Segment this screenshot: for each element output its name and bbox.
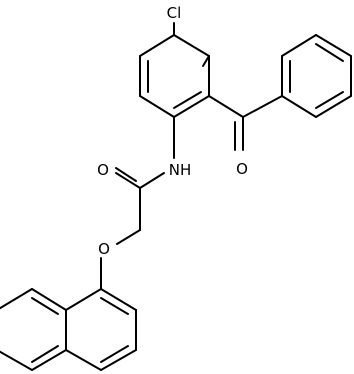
bond — [100, 297, 129, 315]
atom-labels: Cl O NH O O — [97, 4, 248, 258]
bond — [315, 95, 352, 118]
bond — [0, 288, 33, 310]
bond — [116, 229, 141, 245]
bond — [115, 172, 141, 189]
ether-oxygen-label: O — [98, 240, 110, 258]
bond — [208, 95, 244, 118]
bond — [315, 91, 344, 109]
bond — [65, 288, 102, 311]
amide-nitrogen-label: NH — [169, 161, 192, 179]
ketone-oxygen-label: O — [236, 160, 248, 178]
bond — [31, 349, 67, 371]
bond — [31, 345, 59, 363]
bond — [242, 95, 283, 118]
bond — [100, 345, 129, 363]
bond — [0, 350, 33, 371]
amide-oxygen-label: O — [97, 161, 109, 179]
bond — [139, 172, 165, 189]
bond — [100, 349, 137, 371]
bond — [139, 95, 175, 118]
bond — [173, 91, 202, 109]
chlorine-label: Cl — [167, 4, 182, 22]
bond — [173, 34, 210, 57]
bond — [100, 288, 137, 311]
bond — [281, 95, 317, 118]
bond — [31, 297, 59, 315]
bond — [31, 288, 67, 311]
bond — [173, 95, 210, 118]
bond — [115, 167, 137, 182]
bond — [139, 34, 175, 57]
bond — [315, 43, 344, 62]
bond — [65, 349, 102, 371]
bond — [281, 34, 317, 57]
bonds — [0, 22, 352, 371]
bond — [315, 34, 352, 57]
